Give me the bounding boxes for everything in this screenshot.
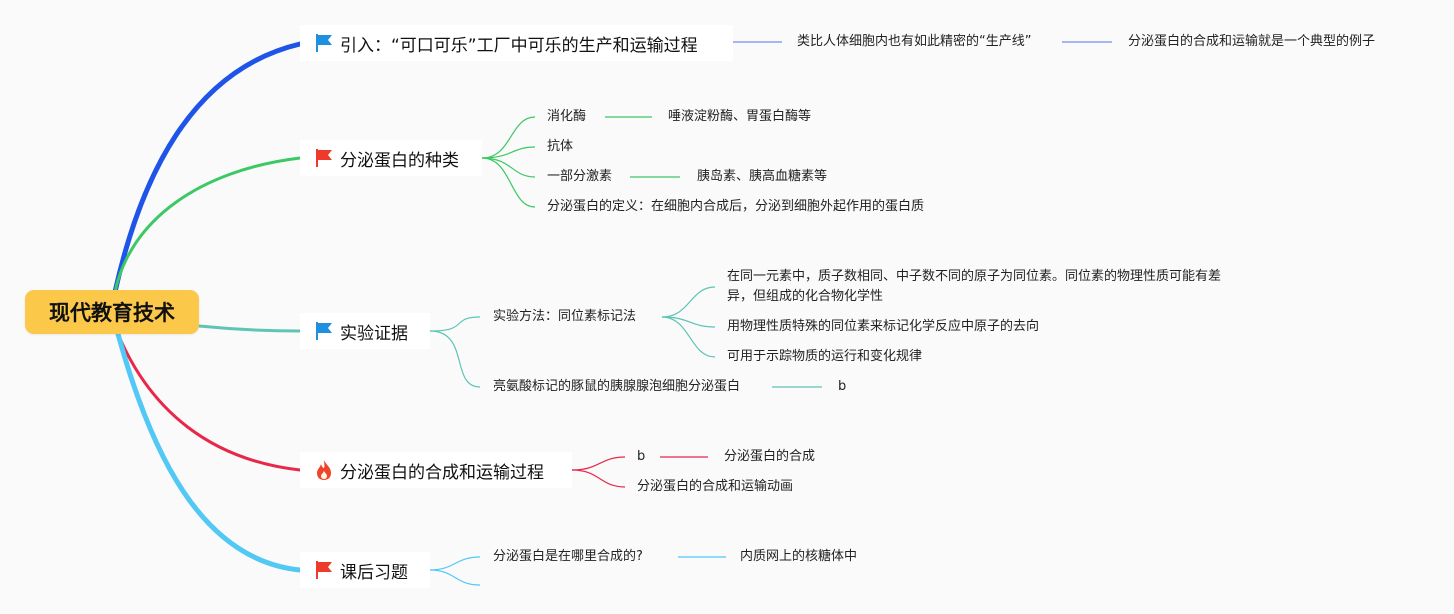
process-child-animation[interactable]: 分泌蛋白的合成和运输动画: [637, 479, 794, 494]
homework-child-answer[interactable]: 内质网上的核糖体中: [740, 549, 858, 564]
evidence-child-leucine-experiment[interactable]: 亮氨酸标记的豚鼠的胰腺腺泡细胞分泌蛋白: [493, 379, 741, 394]
evidence-child-b[interactable]: b: [838, 379, 847, 394]
types-child-enzyme-examples[interactable]: 唾液淀粉酶、胃蛋白酶等: [668, 109, 812, 124]
root-node[interactable]: 现代教育技术: [25, 290, 199, 334]
main-node-evidence[interactable]: 实验证据: [300, 313, 430, 349]
fire-icon: [314, 459, 334, 481]
main-label-process: 分泌蛋白的合成和运输过程: [340, 462, 544, 483]
types-child-antibody[interactable]: 抗体: [547, 139, 574, 154]
types-child-digestive-enzyme[interactable]: 消化酶: [547, 109, 587, 124]
evidence-child-method[interactable]: 实验方法：同位素标记法: [493, 309, 637, 324]
sub-lines-process: [571, 456, 708, 488]
main-label-evidence: 实验证据: [340, 323, 408, 344]
root-label: 现代教育技术: [49, 301, 175, 325]
branch-line-homework: [115, 331, 303, 573]
branch-line-types: [113, 156, 302, 294]
red-flag-icon: [314, 147, 334, 169]
process-child-synthesis[interactable]: 分泌蛋白的合成: [724, 449, 816, 464]
types-child-hormone-examples[interactable]: 胰岛素、胰高血糖素等: [697, 169, 828, 184]
homework-child-question[interactable]: 分泌蛋白是在哪里合成的?: [493, 549, 643, 564]
evidence-child-isotope-tracking[interactable]: 用物理性质特殊的同位素来标记化学反应中原子的去向: [727, 319, 1040, 334]
evidence-child-isotope-use[interactable]: 可用于示踪物质的运行和变化规律: [727, 349, 923, 364]
intro-child-example[interactable]: 分泌蛋白的合成和运输就是一个典型的例子: [1128, 34, 1376, 49]
types-child-definition[interactable]: 分泌蛋白的定义：在细胞内合成后，分泌到细胞外起作用的蛋白质: [547, 199, 925, 214]
branch-line-process: [116, 332, 302, 472]
main-node-intro[interactable]: 引入：“可口可乐”工厂中可乐的生产和运输过程: [300, 25, 733, 61]
sub-lines-evidence: [429, 286, 822, 388]
sub-lines-homework: [429, 556, 726, 586]
evidence-child-isotope-definition[interactable]: 在同一元素中，质子数相同、中子数不同的原子为同位素。同位素的物理性质可能有差异，…: [727, 269, 1222, 304]
branch-line-evidence: [197, 324, 302, 333]
blue-flag-icon: [314, 320, 334, 342]
main-node-homework[interactable]: 课后习题: [300, 552, 430, 588]
main-node-process[interactable]: 分泌蛋白的合成和运输过程: [300, 452, 572, 488]
process-child-b[interactable]: b: [637, 449, 646, 464]
types-child-hormones[interactable]: 一部分激素: [547, 169, 613, 184]
red-flag-icon: [314, 559, 334, 581]
sub-lines-types: [481, 116, 680, 208]
blue-flag-icon: [314, 32, 334, 54]
main-label-homework: 课后习题: [340, 562, 408, 583]
main-label-types: 分泌蛋白的种类: [340, 150, 459, 171]
intro-child-analogy[interactable]: 类比人体细胞内也有如此精密的“生产线”: [797, 34, 1032, 49]
branch-line-intro: [112, 41, 303, 295]
main-node-types[interactable]: 分泌蛋白的种类: [300, 140, 482, 176]
main-label-intro: 引入：“可口可乐”工厂中可乐的生产和运输过程: [340, 35, 698, 56]
